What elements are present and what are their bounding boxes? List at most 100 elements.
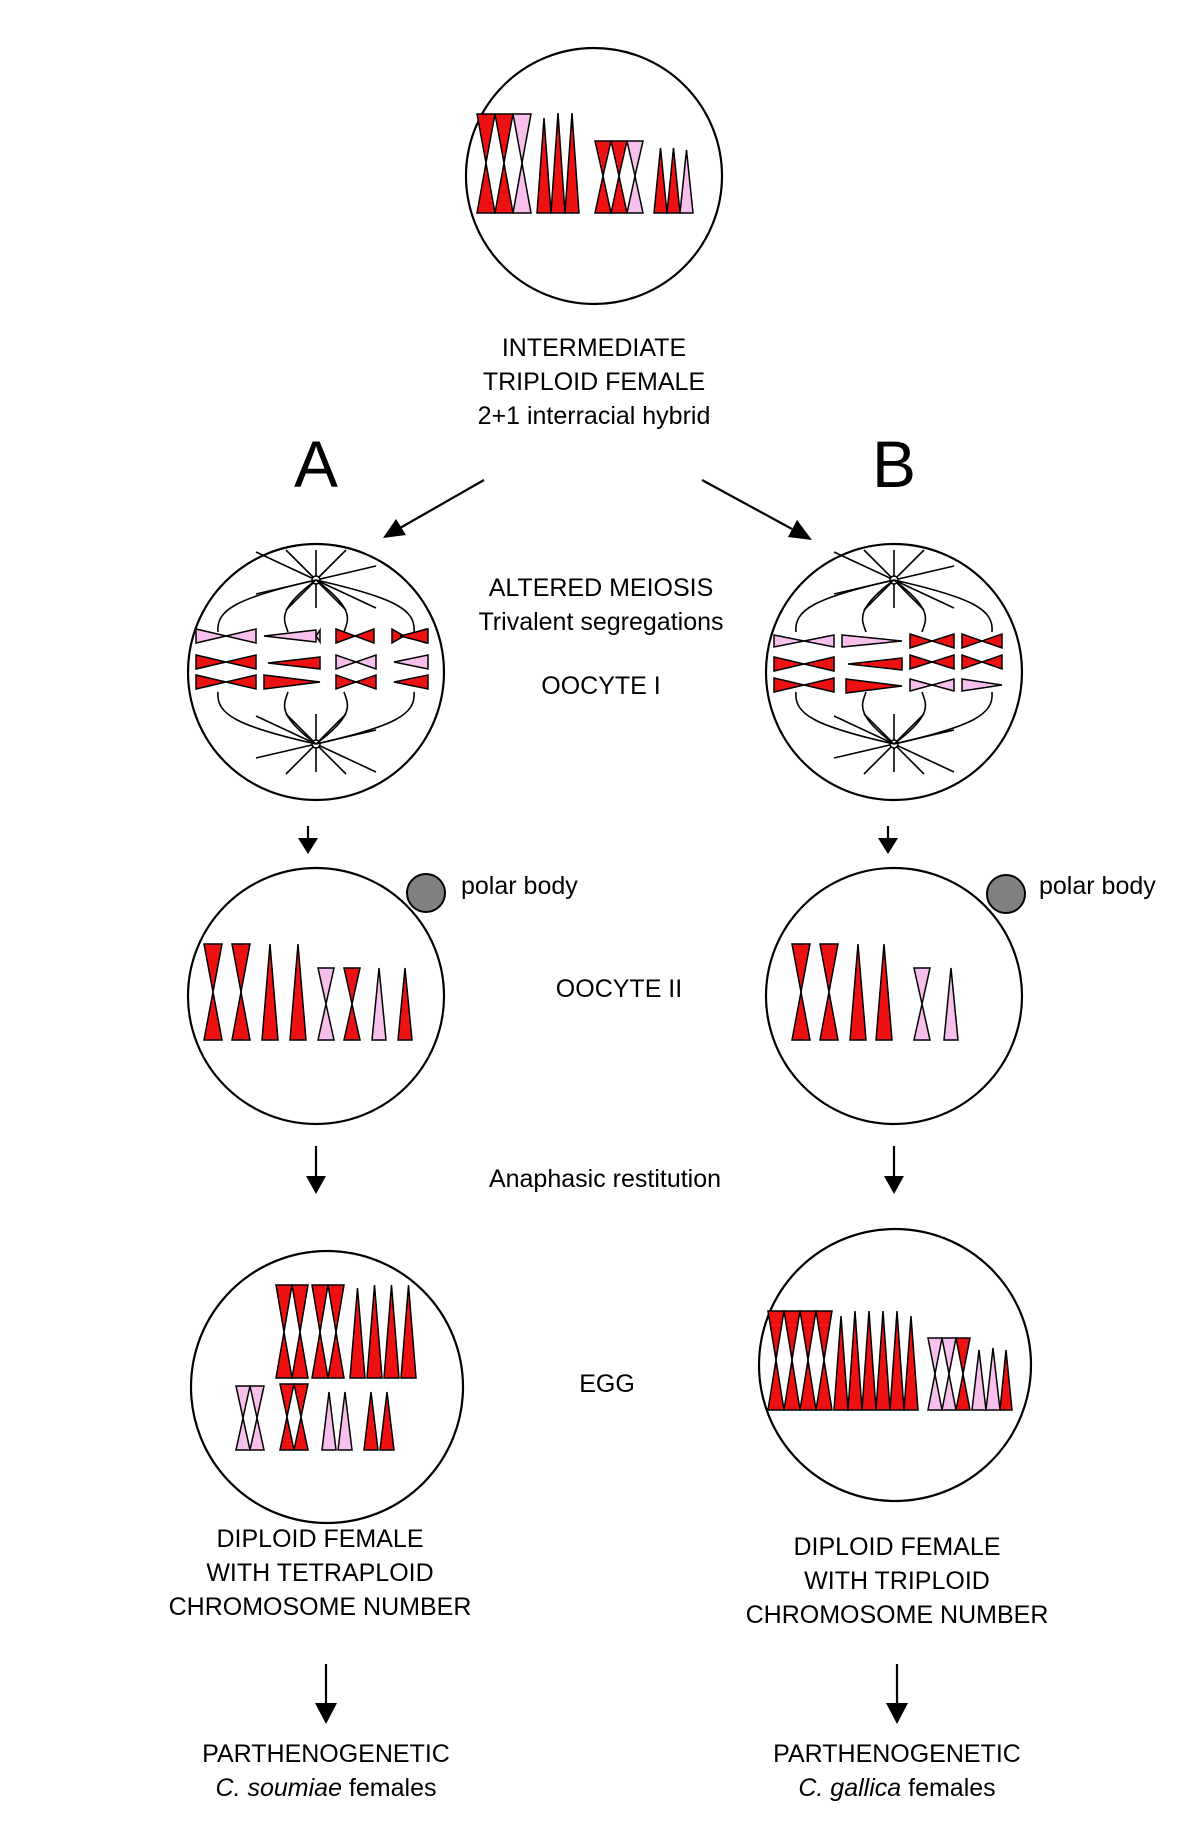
egga-u2-upper bbox=[291, 1284, 309, 1333]
polar-body-b bbox=[986, 874, 1026, 914]
o1b-r2-c4-left bbox=[961, 653, 985, 671]
arrow-head-to-branch-a bbox=[383, 519, 406, 538]
o1b-r1-c1-right bbox=[803, 634, 835, 648]
down-arrow-b1 bbox=[878, 826, 898, 854]
egga-u4-lower bbox=[327, 1331, 345, 1379]
eggb-c2f bbox=[903, 1315, 919, 1411]
o2b-c1-upper bbox=[791, 943, 811, 993]
oocyte1-cell-b bbox=[764, 542, 1024, 802]
egga-u1-lower bbox=[275, 1331, 293, 1379]
egga-u4-upper bbox=[327, 1284, 345, 1333]
egg-cell-a bbox=[189, 1249, 465, 1525]
eggb-c3a-lower bbox=[927, 1373, 943, 1411]
eggb-c1b-lower bbox=[783, 1359, 801, 1411]
top-chrom-3a-lower bbox=[594, 175, 612, 214]
o1b-r3-c4 bbox=[961, 678, 1003, 692]
o1b-r3-c3-right bbox=[929, 678, 955, 692]
o1a-r2-c4-bot bbox=[393, 674, 429, 690]
triploid-female-cell bbox=[464, 46, 724, 306]
outcome-b-suffix: females bbox=[901, 1774, 995, 1802]
eggb-c1d-upper bbox=[815, 1310, 833, 1361]
o1b-r1-c4-left bbox=[961, 632, 985, 650]
down-arrow-b2 bbox=[884, 1146, 904, 1194]
eggb-c2b bbox=[847, 1310, 863, 1411]
o1b-r2-c1-top-left bbox=[773, 656, 805, 672]
top-chrom-3c-lower bbox=[626, 175, 644, 214]
egg-label: EGG bbox=[579, 1370, 635, 1398]
spindle-a-fiber bbox=[315, 579, 349, 633]
polar-body-label-b: polar body bbox=[1039, 872, 1156, 900]
eggb-c2c bbox=[861, 1310, 877, 1411]
o2b-c4 bbox=[875, 943, 893, 1041]
o1b-r1-c4-right bbox=[979, 632, 1003, 650]
o1a-r1-c1-left bbox=[195, 628, 227, 644]
o2b-c2-upper bbox=[819, 943, 839, 993]
o1a-r1-c3-right bbox=[352, 627, 375, 645]
polar-body-label-a: polar body bbox=[461, 872, 578, 900]
o1a-r2-c3-bot-left bbox=[335, 673, 359, 691]
egga-u5 bbox=[349, 1287, 366, 1379]
o2b-c2-lower bbox=[819, 991, 839, 1041]
egga-l1-lower bbox=[235, 1417, 251, 1451]
egga-l2-lower bbox=[249, 1417, 265, 1451]
top-title-line3: 2+1 interracial hybrid bbox=[478, 402, 711, 430]
result-b-line2: WITH TRIPLOID bbox=[804, 1567, 990, 1595]
egga-u6 bbox=[366, 1284, 383, 1379]
top-chrom-1a-lower bbox=[476, 162, 496, 214]
o2a-c1-lower bbox=[203, 991, 223, 1041]
spindle-b-fiber bbox=[893, 691, 927, 745]
eggb-c1c-lower bbox=[799, 1359, 817, 1411]
spindle-b-fiber bbox=[861, 691, 895, 745]
o2a-c6-lower bbox=[343, 1003, 361, 1041]
outcome-a-suffix: females bbox=[342, 1774, 436, 1802]
result-a-line2: WITH TETRAPLOID bbox=[206, 1559, 433, 1587]
egg-chromosomes-a bbox=[235, 1284, 417, 1451]
o2a-c3 bbox=[261, 943, 279, 1041]
arrow-to-branch-b bbox=[701, 479, 793, 530]
o2a-c5-upper bbox=[317, 967, 335, 1005]
o2b-c5-upper bbox=[913, 967, 931, 1005]
oocyte2-cell-a bbox=[186, 866, 446, 1126]
arrow-head-to-branch-b bbox=[788, 520, 812, 540]
spindle-a-fiber bbox=[283, 579, 317, 633]
o2b-c6 bbox=[943, 967, 959, 1041]
egga-l4-upper bbox=[293, 1383, 309, 1418]
outcome-a-species: C. soumiae bbox=[216, 1774, 342, 1802]
result-b-line1: DIPLOID FEMALE bbox=[794, 1533, 1001, 1561]
o2a-c6-upper bbox=[343, 967, 361, 1005]
egga-l5 bbox=[321, 1391, 337, 1451]
top-chrom-4a bbox=[653, 147, 668, 214]
o1a-r1-c4w bbox=[399, 628, 429, 644]
oocyte1-cell-a bbox=[186, 542, 446, 802]
egga-u8 bbox=[400, 1284, 417, 1379]
restitution-label: Anaphasic restitution bbox=[489, 1165, 721, 1193]
top-chrom-1b-upper bbox=[494, 113, 514, 164]
o2a-c1-upper bbox=[203, 943, 223, 993]
meiotic-spindle-a bbox=[217, 549, 415, 775]
top-chrom-1a-upper bbox=[476, 113, 496, 164]
eggb-c3c-lower bbox=[955, 1373, 971, 1411]
spindle-a-fiber bbox=[315, 691, 349, 745]
top-chrom-2b bbox=[550, 112, 566, 214]
result-b-line3: CHROMOSOME NUMBER bbox=[746, 1601, 1049, 1629]
o1a-r2-c1-bot-right bbox=[225, 674, 257, 690]
o1b-r2-c4-right bbox=[979, 653, 1003, 671]
eggb-c4a bbox=[971, 1349, 987, 1411]
o1a-r2-c2-top bbox=[267, 656, 321, 670]
outcome-a-line2: C. soumiae females bbox=[216, 1774, 437, 1802]
oocyte2-chromosomes-b bbox=[791, 943, 959, 1041]
egga-u3-lower bbox=[311, 1331, 329, 1379]
o1a-r2-c3-top-right bbox=[353, 653, 377, 671]
eggb-c2e bbox=[889, 1310, 905, 1411]
meiotic-spindle-b bbox=[795, 549, 993, 775]
o1b-r2-c1-bot-left bbox=[773, 677, 805, 693]
spindle-a-fiber bbox=[217, 691, 317, 745]
spindle-b-fiber bbox=[893, 579, 993, 633]
top-chrom-1c-lower bbox=[512, 162, 532, 214]
o2b-c1-lower bbox=[791, 991, 811, 1041]
eggb-c2a bbox=[833, 1315, 849, 1411]
egga-l1-upper bbox=[235, 1385, 251, 1419]
eggb-c4b bbox=[985, 1347, 1001, 1411]
branch-label-b: B bbox=[872, 427, 916, 501]
